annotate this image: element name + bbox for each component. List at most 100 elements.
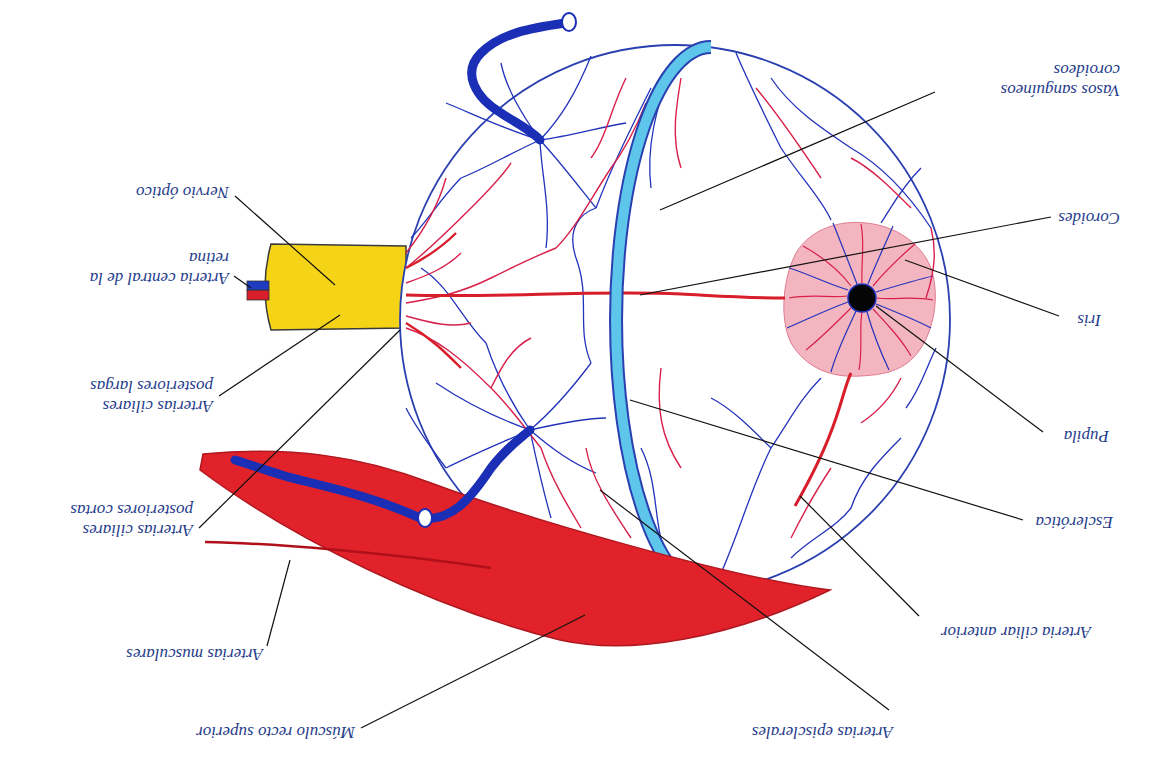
leader-lines bbox=[361, 615, 585, 728]
iris bbox=[859, 312, 862, 370]
sclera-ring bbox=[616, 47, 711, 593]
iris bbox=[877, 298, 933, 300]
vortex-veins bbox=[526, 426, 534, 434]
part-label: Nervio óptico bbox=[79, 182, 229, 202]
iris bbox=[873, 244, 915, 286]
iris bbox=[803, 246, 851, 286]
iris bbox=[831, 311, 856, 372]
long-posterior-ciliary-artery bbox=[406, 233, 785, 368]
ciliary-arteries bbox=[851, 158, 911, 208]
choroid-veins bbox=[719, 378, 821, 578]
choroid-veins bbox=[436, 383, 530, 430]
iris bbox=[787, 223, 933, 372]
part-label: Vasos sanguíneos coroideos bbox=[935, 60, 1120, 100]
leader-lines bbox=[199, 92, 1059, 728]
leader-lines bbox=[660, 92, 935, 210]
part-label: Pupila bbox=[1039, 426, 1109, 446]
leader-lines bbox=[630, 400, 1023, 520]
iris bbox=[784, 222, 935, 376]
choroid-veins bbox=[771, 78, 931, 228]
iris bbox=[784, 222, 935, 376]
ciliary-arteries bbox=[861, 378, 901, 423]
part-label: Arterias episclerales bbox=[693, 722, 893, 742]
ciliary-arteries bbox=[541, 448, 581, 528]
superior-rectus-muscle bbox=[205, 542, 491, 568]
choroid-veins bbox=[486, 343, 530, 430]
iris bbox=[848, 284, 876, 312]
choroid-veins bbox=[791, 438, 901, 558]
choroid-veins bbox=[540, 123, 626, 140]
choroid-veins bbox=[906, 348, 936, 408]
ciliary-arteries bbox=[406, 163, 511, 268]
choroid-veins bbox=[540, 140, 547, 248]
iris bbox=[868, 226, 893, 284]
vortex-veins bbox=[536, 136, 544, 144]
choroid-veins bbox=[540, 140, 596, 208]
leader-lines bbox=[640, 217, 1051, 295]
optic-nerve bbox=[265, 244, 406, 330]
part-label: Arteria central de la retina bbox=[49, 248, 229, 288]
choroid-veins bbox=[406, 53, 936, 578]
sclera-ring bbox=[616, 47, 711, 593]
iris bbox=[806, 308, 851, 350]
long-posterior-ciliary-artery bbox=[406, 233, 456, 268]
choroid-veins bbox=[573, 208, 596, 363]
vortex-veins bbox=[472, 23, 565, 140]
ciliary-arteries bbox=[406, 178, 446, 253]
long-posterior-ciliary-artery bbox=[406, 293, 785, 298]
part-label: Arterias ciliares posteriores cortas bbox=[33, 500, 193, 540]
iris bbox=[876, 276, 933, 292]
part-label: Arteria ciliar anterior bbox=[901, 622, 1091, 642]
part-label: Iris bbox=[1061, 310, 1101, 330]
leader-lines bbox=[219, 315, 340, 396]
optic-nerve bbox=[247, 281, 269, 290]
optic-nerve bbox=[247, 244, 406, 330]
iris bbox=[789, 224, 933, 370]
vortex-veins bbox=[562, 13, 576, 31]
choroid-veins bbox=[461, 140, 540, 178]
iris bbox=[876, 304, 931, 328]
anterior-ciliary-artery bbox=[795, 373, 851, 506]
leader-lines bbox=[800, 496, 919, 616]
choroid-veins bbox=[421, 268, 486, 343]
ciliary-arteries bbox=[591, 78, 626, 158]
anterior-ciliary-artery bbox=[795, 373, 851, 506]
iris bbox=[789, 296, 847, 298]
leader-lines bbox=[199, 330, 400, 528]
part-label: Coroides bbox=[1010, 208, 1120, 228]
ciliary-arteries bbox=[491, 338, 531, 388]
ciliary-arteries bbox=[406, 328, 541, 448]
vortex-veins bbox=[235, 430, 530, 519]
iris bbox=[867, 312, 889, 370]
leader-lines bbox=[235, 196, 335, 285]
leader-lines bbox=[876, 306, 1043, 432]
part-label: Arterias musculares bbox=[63, 644, 263, 664]
part-label: Esclerótica bbox=[1003, 512, 1113, 532]
ciliary-arteries bbox=[675, 78, 681, 168]
ciliary-arteries bbox=[926, 228, 934, 298]
part-label: Músculo recto superior bbox=[125, 722, 355, 742]
sclera-ring bbox=[616, 47, 711, 593]
iris bbox=[789, 268, 848, 290]
choroid-veins bbox=[406, 408, 446, 468]
choroid-veins bbox=[530, 430, 551, 518]
part-label: Arterias ciliares posteriores largas bbox=[48, 376, 213, 416]
choroid-veins bbox=[411, 178, 461, 238]
ciliary-arteries bbox=[659, 368, 681, 468]
ciliary-arteries bbox=[406, 253, 461, 283]
leader-lines bbox=[267, 560, 290, 646]
choroid-veins bbox=[736, 53, 831, 220]
ciliary-arteries bbox=[406, 316, 471, 325]
leader-lines bbox=[234, 276, 251, 288]
leader-lines bbox=[600, 490, 889, 710]
choroid-veins bbox=[881, 168, 921, 223]
vortex-veins bbox=[235, 13, 576, 527]
choroid-veins bbox=[540, 56, 591, 140]
long-posterior-ciliary-artery bbox=[406, 323, 461, 368]
optic-nerve bbox=[247, 290, 269, 300]
iris bbox=[787, 302, 848, 328]
vortex-veins bbox=[418, 509, 432, 527]
leader-lines bbox=[905, 260, 1059, 316]
choroid-veins bbox=[530, 418, 606, 430]
